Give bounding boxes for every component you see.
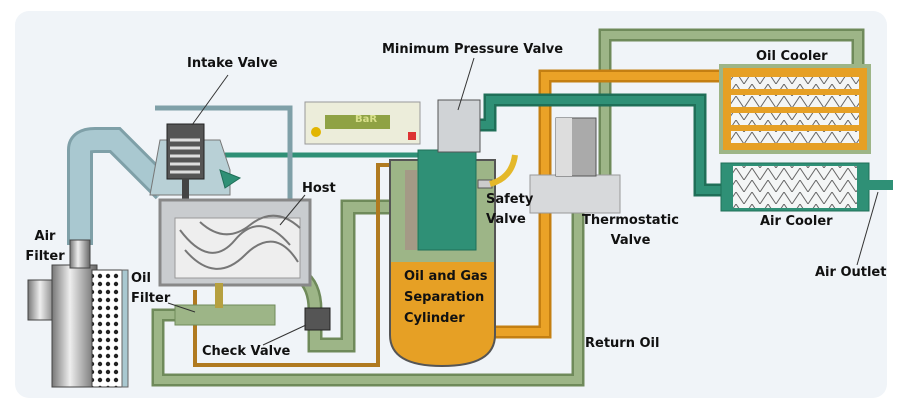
controller-stop-button [408, 132, 416, 140]
label-separator-line2: Separation [404, 290, 485, 305]
label-host: Host [302, 181, 336, 196]
air-filter [27, 239, 129, 388]
leader-check-valve [262, 324, 307, 346]
controller-warning-icon [311, 127, 321, 137]
intake-valve [149, 123, 242, 205]
oil-line [193, 163, 410, 367]
intake-air-pipe-fill [70, 130, 173, 245]
return-oil-pipe-fill [154, 205, 582, 384]
controller-panel [304, 101, 421, 145]
oil-gas-separation-cylinder [389, 99, 518, 368]
safety-valve [489, 154, 518, 187]
label-thermostatic-valve-line2: Valve [610, 233, 651, 248]
label-safety-valve-line1: Safety [486, 192, 534, 207]
label-separator-line1: Oil and Gas [404, 269, 488, 284]
air-outlet-pipe [868, 180, 893, 190]
label-return-oil: Return Oil [585, 336, 660, 351]
label-air-outlet: Air Outlet [815, 265, 887, 280]
label-air-cooler: Air Cooler [760, 214, 833, 229]
label-thermostatic-valve-line1: Thermostatic [582, 213, 679, 228]
leader-lines [167, 57, 879, 346]
label-separator-line3: Cylinder [404, 311, 465, 326]
leader-minimum-pressure-valve [457, 57, 475, 111]
oil-filter [174, 304, 276, 326]
label-check-valve: Check Valve [202, 344, 291, 359]
leader-host [279, 194, 306, 226]
label-oil-filter-line2: Filter [131, 291, 171, 306]
label-air-filter-line2: Filter [25, 249, 65, 264]
oil-cooler-return-pipe-fill [601, 31, 862, 190]
leader-oil-filter [167, 302, 196, 313]
label-minimum-pressure-valve: Minimum Pressure Valve [382, 42, 564, 57]
intake-bypass-line [155, 105, 293, 200]
air-cooler [720, 162, 893, 212]
label-intake-valve: Intake Valve [187, 56, 278, 71]
label-oil-cooler: Oil Cooler [756, 49, 828, 64]
minimum-pressure-valve [437, 99, 481, 153]
compressed-air-pipe-fill [470, 96, 725, 194]
host-compressor [158, 198, 312, 326]
check-valve [304, 307, 331, 331]
label-oil-filter-line1: Oil [131, 271, 151, 286]
controller-display-text: BaR [355, 114, 378, 125]
controller-screen [325, 115, 390, 129]
leader-air-outlet [856, 191, 879, 266]
leader-intake-valve [191, 74, 229, 126]
label-safety-valve-line2: Valve [486, 212, 526, 227]
oil-cooler [719, 64, 871, 154]
label-air-filter-line1: Air [34, 229, 56, 244]
thermostatic-valve [529, 117, 621, 214]
